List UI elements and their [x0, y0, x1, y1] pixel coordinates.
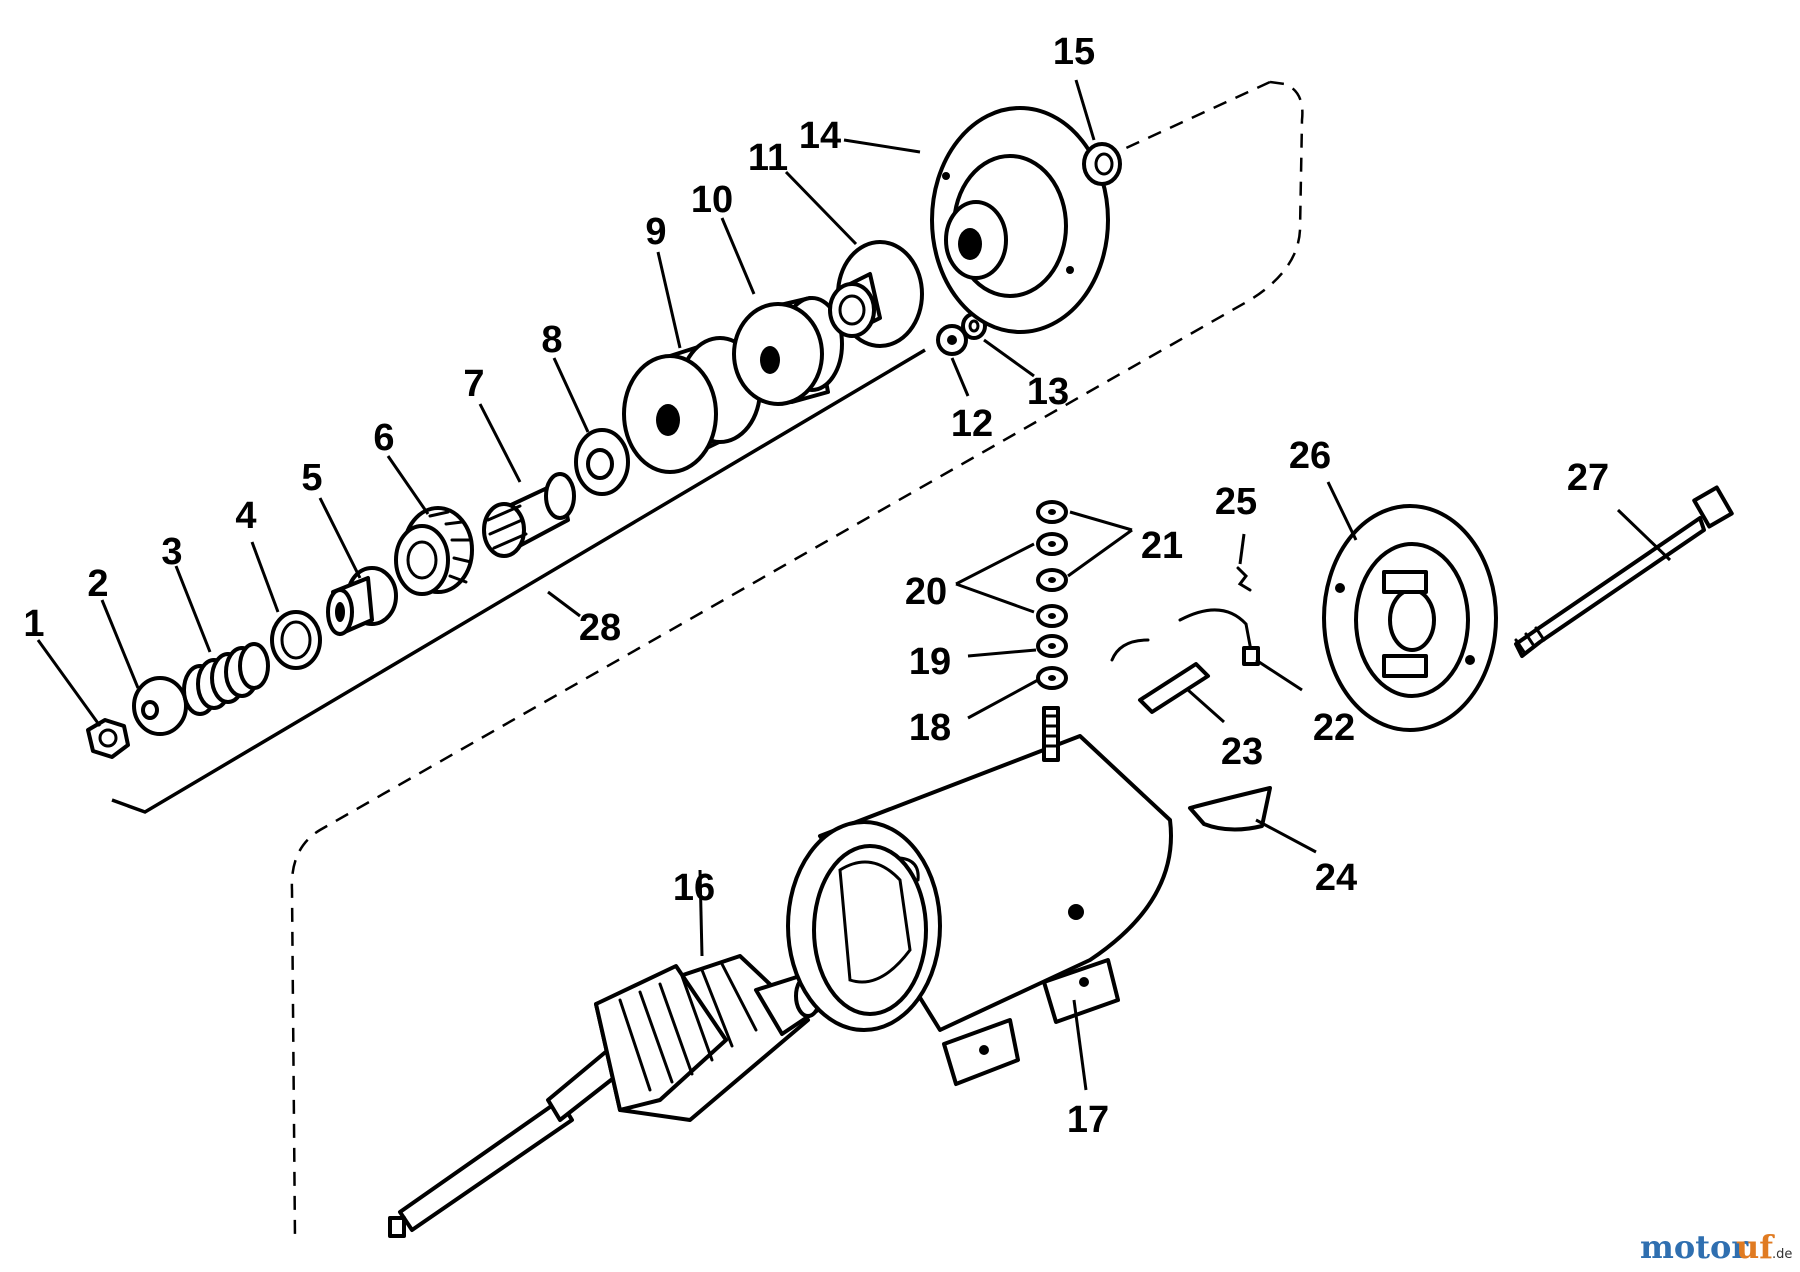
callout-18: 18 — [909, 707, 951, 749]
callout-25: 25 — [1215, 481, 1257, 523]
small-clip-part — [1236, 566, 1252, 592]
leader-lines — [36, 79, 1672, 1091]
callout-6: 6 — [373, 417, 394, 459]
callout-9: 9 — [645, 211, 666, 253]
drive-assembly-bracket — [111, 348, 926, 814]
small-nut-part — [936, 324, 968, 356]
callout-3: 3 — [161, 531, 182, 573]
callout-24: 24 — [1315, 857, 1357, 899]
callout-22: 22 — [1313, 707, 1355, 749]
brush-holder-part — [1110, 638, 1210, 714]
callout-20: 20 — [905, 571, 947, 613]
callout-12: 12 — [951, 403, 993, 445]
retaining-ring-part — [1082, 142, 1122, 186]
callout-1: 1 — [23, 603, 44, 645]
drive-end-plate-part — [930, 106, 1110, 334]
field-frame-housing-part — [786, 734, 1173, 1086]
drive-sleeve-part — [482, 472, 576, 558]
commutator-end-plate-part — [1322, 504, 1498, 732]
callout-10: 10 — [691, 179, 733, 221]
brush-plate-part — [1188, 786, 1272, 832]
callout-5: 5 — [301, 457, 322, 499]
callout-2: 2 — [87, 563, 108, 605]
callout-28: 28 — [579, 607, 621, 649]
watermark-tld: .de — [1772, 1247, 1792, 1262]
bushing-part — [732, 296, 844, 406]
callout-7: 7 — [463, 363, 484, 405]
bearing-housing-part — [828, 240, 924, 348]
site-watermark: motor uf .de — [1640, 1228, 1792, 1266]
terminal-washer-stack — [1036, 500, 1068, 690]
callout-27: 27 — [1567, 457, 1609, 499]
callout-19: 19 — [909, 641, 951, 683]
thrust-washer-part — [270, 610, 322, 670]
hex-nut-part — [86, 718, 130, 759]
callout-14: 14 — [799, 115, 841, 157]
through-bolt-part — [1514, 485, 1734, 658]
collar-part — [326, 566, 398, 636]
armature-part — [388, 954, 822, 1238]
callout-8: 8 — [541, 319, 562, 361]
pinion-gear-part — [394, 506, 474, 596]
callout-21: 21 — [1141, 525, 1183, 567]
washer-part — [132, 676, 188, 736]
assembly-dashed-outline — [290, 80, 1304, 1241]
callout-labels: 1 2 3 4 5 6 7 8 9 10 11 12 13 14 15 16 1… — [23, 31, 1609, 1141]
terminal-stud-part — [1042, 706, 1060, 762]
callout-4: 4 — [235, 495, 256, 537]
callout-11: 11 — [748, 137, 788, 179]
callout-23: 23 — [1221, 731, 1263, 773]
callout-15: 15 — [1053, 31, 1095, 73]
brush-spring-part — [1178, 608, 1260, 666]
callout-17: 17 — [1067, 1099, 1109, 1141]
watermark-brand-b: uf — [1736, 1228, 1775, 1266]
watermark-brand-a: motor — [1640, 1228, 1749, 1266]
callout-16: 16 — [673, 867, 715, 909]
flat-washer-part — [574, 428, 630, 496]
assembly-dashed-outline-top — [1099, 80, 1271, 162]
spring-part — [182, 642, 270, 716]
callout-26: 26 — [1289, 435, 1331, 477]
callout-13: 13 — [1027, 371, 1069, 413]
